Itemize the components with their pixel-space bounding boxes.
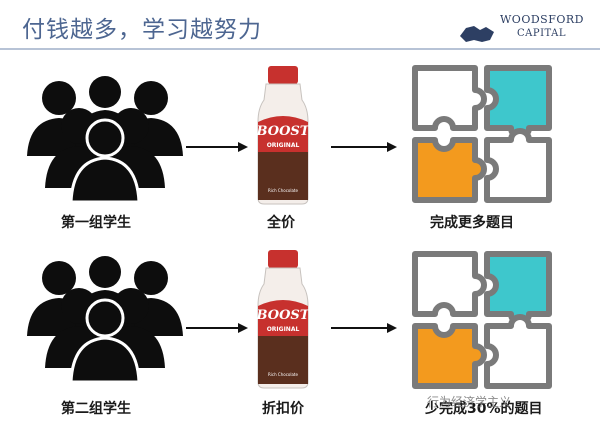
boost-bottle-2: BOOST ORIGINAL Rich Chocolate [256, 250, 310, 389]
boost-brand-text: BOOST [256, 124, 310, 139]
slide-title: 付钱越多，学习越努力 [22, 17, 262, 43]
student-group-1-icon [27, 76, 183, 204]
boost-flavor-text: Rich Chocolate [268, 188, 298, 193]
boost-bottle-1: BOOST ORIGINAL Rich Chocolate [256, 66, 310, 205]
logo-line1: WOODSFORD [500, 13, 584, 26]
student-group-2-icon [27, 256, 183, 384]
result-label-2: 少完成30%的题目 [425, 401, 543, 417]
arrow-right-icon [186, 142, 248, 152]
boost-variant-text: ORIGINAL [267, 326, 300, 333]
boost-brand-text: BOOST [256, 308, 310, 323]
group-1-label: 第一组学生 [61, 215, 131, 231]
puzzle-piece-top-right [484, 251, 552, 326]
result-label-1: 完成更多题目 [430, 215, 514, 231]
price-label-1: 全价 [267, 215, 295, 231]
map-icon [460, 26, 494, 42]
puzzle-2 [412, 251, 552, 389]
logo-line2: CAPITAL [517, 28, 567, 39]
boost-flavor-text: Rich Chocolate [268, 372, 298, 377]
title-divider [0, 48, 600, 50]
boost-variant-text: ORIGINAL [267, 142, 300, 149]
puzzle-piece-bottom-left [412, 137, 487, 203]
arrow-right-icon [331, 142, 397, 152]
price-label-2: 折扣价 [262, 401, 304, 417]
puzzle-piece-top-left [412, 65, 487, 131]
arrow-right-icon [331, 323, 397, 333]
puzzle-piece-bottom-right [484, 314, 552, 389]
puzzle-1 [412, 65, 552, 203]
watermark-text: 行为经济学主义 [427, 395, 512, 409]
puzzle-piece-bottom-left [412, 323, 487, 389]
group-2-label: 第二组学生 [61, 401, 131, 417]
arrow-right-icon [186, 323, 248, 333]
puzzle-piece-top-right [484, 65, 552, 140]
woodsford-logo [460, 26, 494, 42]
puzzle-piece-top-left [412, 251, 487, 317]
puzzle-piece-bottom-right [484, 128, 552, 203]
